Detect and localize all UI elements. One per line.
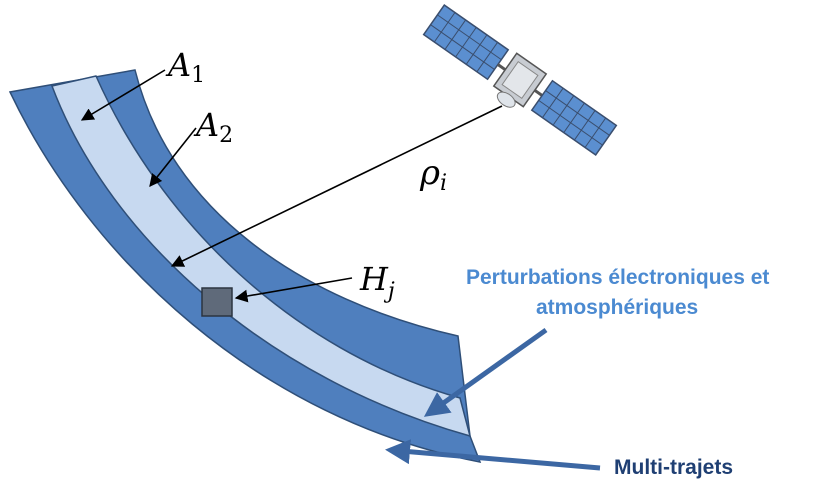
satellite-icon	[422, 3, 618, 157]
rho-arrow	[170, 105, 503, 267]
a1-arrow	[80, 69, 166, 121]
station-square-icon	[201, 287, 233, 317]
multipath-label: Multi-trajets	[614, 456, 733, 479]
a2-arrow	[149, 127, 197, 188]
label-a1: A1	[165, 46, 205, 88]
perturbations-arrow	[423, 327, 548, 417]
label-h: Hj	[359, 260, 395, 304]
multipath-arrow	[385, 439, 601, 471]
label-a2: A2	[193, 106, 233, 148]
perturbations-label-line1: Perturbations électroniques et	[466, 266, 769, 289]
label-rho: ρi	[419, 153, 447, 196]
h-arrow	[234, 277, 353, 303]
perturbations-label-line2: atmosphériques	[536, 296, 698, 319]
